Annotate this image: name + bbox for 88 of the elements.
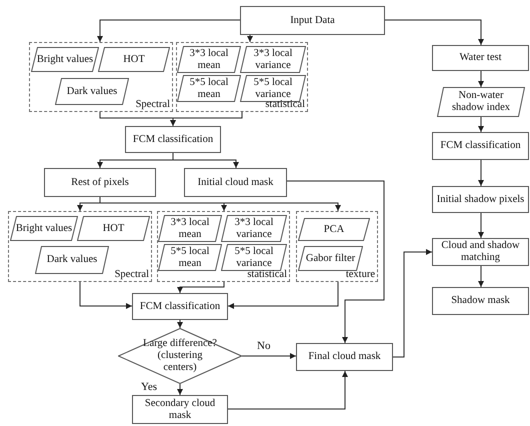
arrow: [242, 353, 296, 359]
process-box: [432, 287, 529, 315]
data-parallelogram: [31, 47, 99, 72]
arrow: [286, 180, 384, 344]
node-text: Water test: [458, 52, 502, 64]
dashed-group-frame: [29, 42, 173, 112]
process-box: [44, 168, 156, 197]
process-box: [184, 168, 287, 197]
process-box: [432, 132, 529, 160]
arrow: [392, 249, 432, 358]
arrow: [97, 20, 240, 42]
data-parallelogram: [35, 246, 109, 274]
edge-label: Yes: [140, 381, 158, 393]
arrow: [247, 34, 253, 42]
arrow: [478, 160, 484, 186]
node-text: Bright values: [36, 54, 94, 66]
node-text: FCM classification: [132, 134, 214, 146]
node-text: FCM classification: [138, 300, 222, 312]
node-text: Gabor filter: [304, 252, 356, 264]
group-label: statistical: [265, 99, 305, 111]
group-label: statistical: [247, 269, 287, 281]
node-text: FCM classification: [439, 140, 522, 152]
node-text: Dark values: [66, 86, 118, 98]
decision-diamond: [118, 328, 242, 384]
node-text: Shadow mask: [450, 295, 511, 307]
node-text: 3*3 local variance: [234, 216, 274, 240]
node-text: 3*3 local mean: [170, 216, 210, 240]
data-parallelogram: [221, 215, 287, 242]
data-parallelogram: [158, 244, 222, 271]
process-box: [432, 186, 529, 213]
arrow: [170, 112, 242, 126]
arrow: [384, 20, 484, 46]
arrow: [228, 370, 348, 410]
process-box: [296, 343, 393, 371]
process-box: [125, 126, 221, 153]
group-label: Spectral: [136, 99, 170, 111]
node-text: Initial shadow pixels: [436, 194, 526, 206]
dashed-group-frame: [157, 211, 290, 282]
node-text: 5*5 local mean: [170, 246, 210, 270]
node-text: 3*3 local mean: [188, 48, 230, 72]
arrow: [177, 320, 183, 328]
arrow: [478, 116, 484, 132]
data-parallelogram: [298, 218, 370, 241]
data-parallelogram: [177, 75, 241, 102]
node-text: HOT: [102, 222, 126, 234]
node-text: Dark values: [46, 254, 98, 266]
arrow: [172, 152, 239, 168]
node-text: Cloud and shadow matching: [440, 240, 521, 264]
group-label: Spectral: [114, 269, 149, 281]
dashed-group-frame: [176, 42, 308, 112]
data-parallelogram: [158, 215, 222, 242]
data-parallelogram: [437, 87, 525, 117]
process-box: [432, 45, 529, 71]
dashed-group-frame: [296, 211, 378, 282]
node-text: Large difference? (clustering centers): [142, 338, 218, 374]
data-parallelogram: [55, 78, 129, 105]
node-text: 3*3 local variance: [252, 48, 294, 72]
node-text: Initial cloud mask: [196, 176, 274, 188]
data-parallelogram: [221, 244, 287, 271]
node-text: Bright values: [14, 222, 74, 234]
arrow: [80, 282, 132, 309]
arrow: [478, 212, 484, 238]
group-label: texture: [346, 269, 375, 281]
node-text: 5*5 local mean: [188, 76, 230, 100]
data-parallelogram: [98, 47, 170, 72]
node-text: Final cloud mask: [307, 351, 382, 363]
edge-label: No: [256, 340, 272, 352]
node-text: PCA: [322, 224, 346, 236]
arrow: [478, 70, 484, 88]
data-parallelogram: [10, 216, 78, 241]
node-text: Input Data: [289, 14, 336, 26]
data-parallelogram: [298, 246, 363, 271]
process-box: [240, 6, 385, 35]
data-parallelogram: [77, 216, 150, 241]
process-box: [432, 238, 529, 266]
data-parallelogram: [240, 46, 306, 73]
node-text: Secondary cloud mask: [144, 398, 216, 422]
arrow: [177, 282, 224, 294]
node-text: HOT: [122, 54, 146, 66]
arrow: [478, 266, 484, 288]
data-parallelogram: [177, 46, 241, 73]
arrow: [177, 384, 183, 396]
node-text: Rest of pixels: [70, 176, 130, 188]
process-box: [132, 293, 228, 320]
process-box: [132, 395, 228, 424]
node-text: Non-water shadow index: [450, 90, 512, 114]
dashed-group-frame: [8, 211, 152, 282]
arrow: [228, 282, 338, 309]
